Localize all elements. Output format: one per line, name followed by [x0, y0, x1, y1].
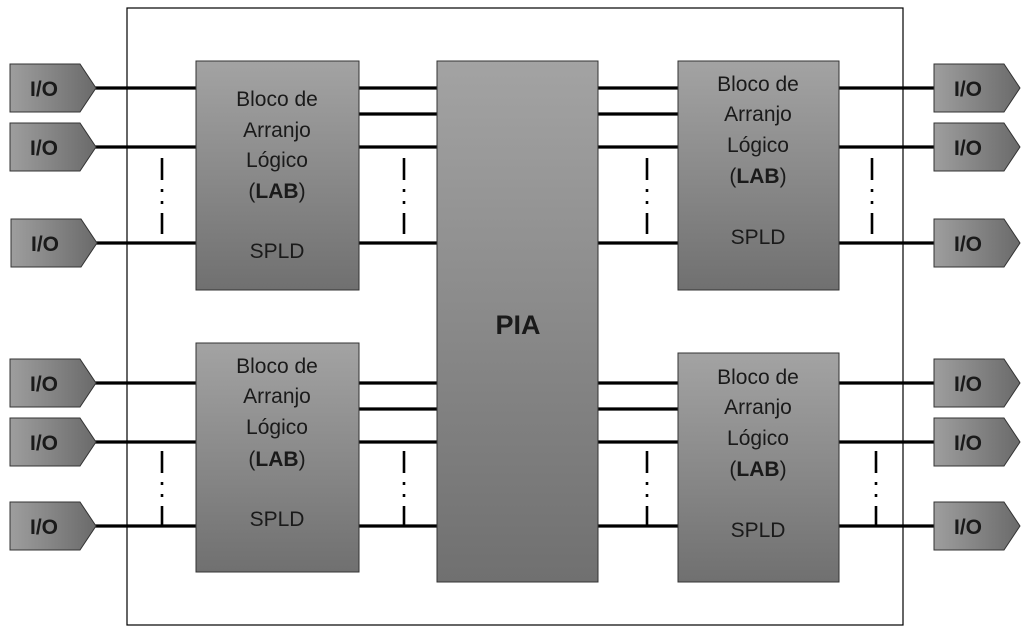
lab-abbreviation: (LAB) — [729, 165, 786, 188]
lab-subtitle: SPLD — [250, 240, 305, 263]
io-pin-left: I/O — [9, 122, 97, 172]
lab-title-line: Arranjo — [724, 103, 792, 126]
io-pin-right: I/O — [933, 501, 1021, 551]
lab-title-line: Bloco de — [717, 73, 799, 96]
io-label: I/O — [954, 516, 982, 539]
io-label: I/O — [31, 233, 59, 256]
lab-subtitle: SPLD — [731, 519, 786, 542]
lab-block-bottom-left: Bloco de Arranjo Lógico (LAB) SPLD — [195, 342, 360, 573]
lab-title-line: Lógico — [246, 416, 308, 439]
io-pin-left: I/O — [9, 358, 97, 408]
io-label: I/O — [954, 233, 982, 256]
io-pin-right: I/O — [933, 417, 1021, 467]
lab-block-bottom-right: Bloco de Arranjo Lógico (LAB) SPLD — [677, 352, 840, 583]
lab-title-line: Lógico — [727, 134, 789, 157]
io-label: I/O — [30, 516, 58, 539]
io-pin-left: I/O — [9, 501, 97, 551]
io-label: I/O — [954, 432, 982, 455]
lab-title-line: Bloco de — [717, 366, 799, 389]
io-label: I/O — [954, 137, 982, 160]
io-label: I/O — [954, 373, 982, 396]
lab-title-line: Lógico — [246, 149, 308, 172]
pia-block: PIA — [436, 60, 599, 583]
lab-title-line: Bloco de — [236, 88, 318, 111]
io-pin-right: I/O — [933, 358, 1021, 408]
lab-abbreviation: (LAB) — [248, 180, 305, 203]
io-label: I/O — [954, 78, 982, 101]
lab-abbreviation: (LAB) — [729, 458, 786, 481]
lab-subtitle: SPLD — [731, 226, 786, 249]
lab-title-line: Bloco de — [236, 355, 318, 378]
lab-title-line: Arranjo — [243, 119, 311, 142]
io-pin-right: I/O — [933, 63, 1021, 113]
io-label: I/O — [30, 373, 58, 396]
lab-block-top-right: Bloco de Arranjo Lógico (LAB) SPLD — [677, 60, 840, 291]
io-pin-right: I/O — [933, 122, 1021, 172]
lab-title-line: Lógico — [727, 427, 789, 450]
lab-block-top-left: Bloco de Arranjo Lógico (LAB) SPLD — [195, 60, 360, 291]
lab-subtitle: SPLD — [250, 508, 305, 531]
io-label: I/O — [30, 137, 58, 160]
io-pin-left: I/O — [10, 218, 98, 268]
lab-abbreviation: (LAB) — [248, 448, 305, 471]
chip-outline — [126, 7, 904, 626]
pia-label: PIA — [495, 310, 540, 340]
io-pin-right: I/O — [933, 218, 1021, 268]
io-label: I/O — [30, 432, 58, 455]
lab-title-line: Arranjo — [243, 385, 311, 408]
io-pin-left: I/O — [9, 63, 97, 113]
io-label: I/O — [30, 78, 58, 101]
lab-title-line: Arranjo — [724, 396, 792, 419]
io-pin-left: I/O — [9, 417, 97, 467]
